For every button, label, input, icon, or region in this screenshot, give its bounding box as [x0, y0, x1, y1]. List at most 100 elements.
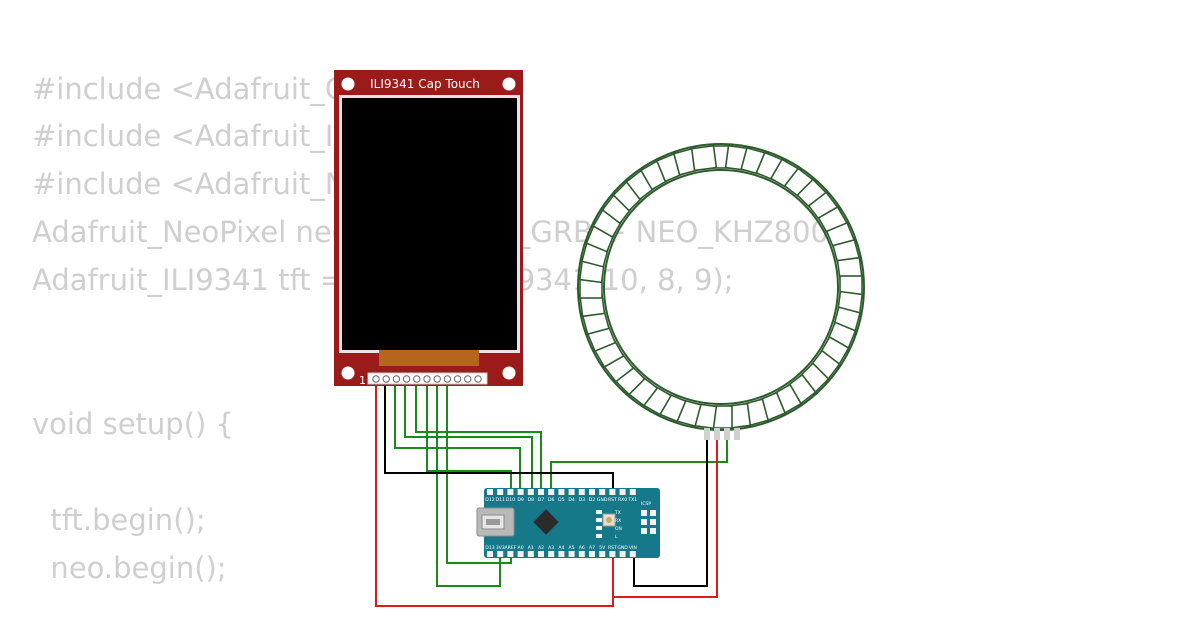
tft-pin[interactable] [402, 375, 411, 383]
nano-bottom-pin[interactable] [599, 551, 606, 557]
icsp-pin[interactable] [650, 519, 656, 525]
nano-top-pin-label: RST [608, 497, 617, 503]
code-line: void setup() { [32, 407, 234, 441]
code-line: neo.begin(); [32, 551, 227, 585]
wire-tft-cs [394, 383, 521, 490]
tft-pins [372, 375, 482, 383]
nano-bottom-pin[interactable] [619, 551, 626, 557]
nano-bottom-pin-label: 5V [599, 545, 606, 551]
nano-top-pin-label: D9 [517, 497, 524, 503]
nano-top-pin-label: GND [597, 497, 608, 503]
nano-top-pin[interactable] [558, 489, 565, 495]
tft-pin[interactable] [433, 375, 441, 383]
tft-pin[interactable] [372, 375, 380, 383]
nano-bottom-pin[interactable] [629, 551, 636, 557]
tft-ribbon [379, 350, 479, 366]
tft-display-module: ILI9341 Cap Touch 1 [334, 70, 523, 387]
ring-pin-vcc[interactable] [714, 428, 720, 440]
nano-bottom-pin-label: AREF [504, 545, 516, 551]
nano-top-pin[interactable] [609, 489, 616, 495]
nano-bottom-pin-label: A3 [548, 545, 554, 551]
tft-pin[interactable] [464, 375, 472, 383]
ring-pixels [577, 143, 865, 431]
tft-pin[interactable] [413, 375, 421, 383]
nano-top-pin[interactable] [538, 489, 544, 495]
nano-led [596, 510, 602, 514]
nano-top-pin[interactable] [527, 489, 534, 495]
nano-bottom-pin-label: A5 [569, 545, 575, 551]
nano-top-pin-label: D11 [496, 497, 505, 503]
wire-tft-gnd [384, 383, 614, 490]
code-line: #include <Adafruit_I [32, 119, 334, 153]
nano-bottom-pin[interactable] [497, 551, 504, 557]
nano-bottom-pin[interactable] [527, 551, 534, 557]
nano-bottom-pin[interactable] [538, 551, 544, 557]
nano-bottom-pin-label: RST [608, 545, 617, 551]
tft-pin[interactable] [443, 375, 452, 383]
ring-pin-din[interactable] [724, 428, 730, 440]
nano-top-pin[interactable] [619, 489, 626, 495]
icsp-pin[interactable] [641, 510, 647, 516]
nano-top-pin-label: D3 [579, 497, 586, 503]
tft-pin[interactable] [474, 375, 482, 383]
nano-top-pin[interactable] [487, 489, 493, 495]
nano-top-pin[interactable] [497, 489, 504, 495]
nano-bottom-pin-label: A2 [538, 545, 544, 551]
nano-bottom-pin[interactable] [609, 551, 616, 557]
nano-top-pin-label: D4 [568, 497, 575, 503]
nano-bottom-pin[interactable] [589, 551, 595, 557]
tft-mount-hole-tl [341, 77, 355, 91]
tft-title: ILI9341 Cap Touch [370, 77, 480, 91]
nano-bottom-pin-label: A1 [528, 545, 534, 551]
ring-pin-dout[interactable] [734, 428, 740, 440]
icsp-label: ICSP [641, 501, 651, 507]
nano-top-pin[interactable] [629, 489, 636, 495]
nano-bottom-pin[interactable] [558, 551, 565, 557]
nano-top-pin-label: RX0 [618, 497, 627, 503]
nano-top-pin-label: TX1 [627, 497, 637, 503]
code-line: #include <Adafruit_N [32, 167, 347, 201]
tft-pin[interactable] [392, 375, 401, 383]
tft-mount-hole-br [502, 366, 516, 380]
ring-inner-edge [603, 169, 839, 405]
icsp-pin[interactable] [650, 510, 656, 516]
wire-neo-vcc [612, 433, 718, 598]
wires [375, 383, 728, 607]
icsp-pin[interactable] [641, 528, 647, 534]
nano-bottom-pin[interactable] [517, 551, 524, 557]
tft-pin[interactable] [423, 375, 431, 383]
wire-tft-mosi [415, 383, 542, 490]
nano-led-label: ON [615, 526, 622, 532]
nano-led [596, 518, 602, 522]
nano-top-pin[interactable] [589, 489, 595, 495]
nano-top-pin[interactable] [507, 489, 514, 495]
usb-connector-tongue [486, 519, 500, 525]
arduino-pcb [484, 488, 660, 558]
ring-pin-gnd[interactable] [704, 428, 710, 440]
wire-neo-din [550, 433, 728, 490]
nano-bottom-pin[interactable] [548, 551, 555, 557]
nano-top-pin-label: D5 [558, 497, 565, 503]
reset-button-cap [606, 517, 612, 523]
nano-led-label: RX [615, 518, 621, 524]
nano-bottom-pin-label: 3V3 [496, 545, 505, 551]
nano-top-pin[interactable] [578, 489, 585, 495]
tft-mount-hole-tr [502, 77, 516, 91]
tft-pin[interactable] [453, 375, 462, 383]
icsp-pin[interactable] [641, 519, 647, 525]
nano-bottom-pin[interactable] [507, 551, 514, 557]
nano-bottom-pin[interactable] [568, 551, 575, 557]
tft-pin[interactable] [382, 375, 390, 383]
nano-top-pin[interactable] [568, 489, 575, 495]
nano-top-pin[interactable] [599, 489, 606, 495]
nano-top-pin[interactable] [548, 489, 555, 495]
nano-bottom-pin[interactable] [487, 551, 493, 557]
icsp-pin[interactable] [650, 528, 656, 534]
nano-top-pin[interactable] [517, 489, 524, 495]
nano-bottom-pin[interactable] [578, 551, 585, 557]
